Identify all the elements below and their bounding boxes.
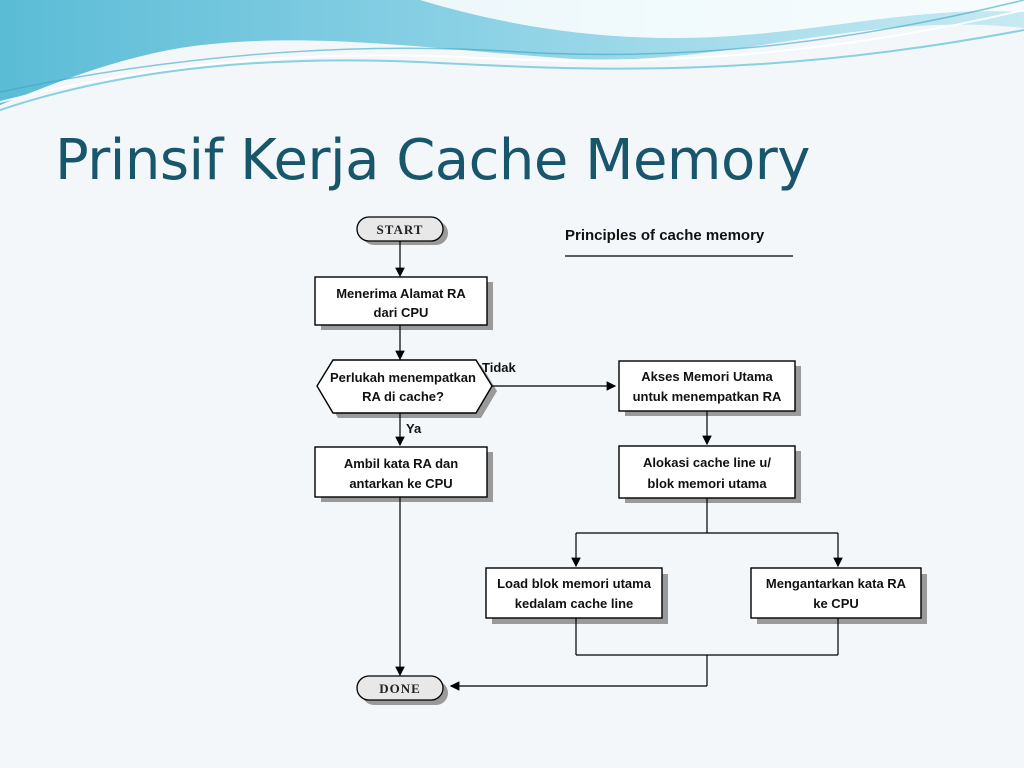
no-label: Tidak	[482, 360, 516, 375]
svg-text:Alokasi cache line u/: Alokasi cache line u/	[643, 455, 771, 470]
svg-text:dari CPU: dari CPU	[374, 305, 429, 320]
svg-text:Mengantarkan kata RA: Mengantarkan kata RA	[766, 576, 907, 591]
yes-label: Ya	[406, 421, 422, 436]
start-terminal: START	[356, 216, 448, 245]
svg-text:Load blok memori utama: Load blok memori utama	[497, 576, 652, 591]
access-main-memory-box: Akses Memori Utama untuk menempatkan RA	[618, 360, 801, 416]
svg-text:Principles of cache memory: Principles of cache memory	[565, 227, 765, 244]
diagram-caption: Principles of cache memory	[565, 227, 793, 257]
svg-text:Perlukah menempatkan: Perlukah menempatkan	[330, 370, 476, 385]
svg-text:antarkan ke CPU: antarkan ke CPU	[349, 476, 452, 491]
svg-text:untuk menempatkan RA: untuk menempatkan RA	[633, 389, 782, 404]
merge-connector	[449, 618, 839, 691]
deliver-word-box: Mengantarkan kata RA ke CPU	[750, 567, 927, 624]
svg-text:blok memori utama: blok memori utama	[647, 476, 767, 491]
header-wave-decoration	[0, 0, 1024, 111]
svg-text:Menerima Alamat RA: Menerima Alamat RA	[336, 286, 466, 301]
svg-text:Ambil kata RA dan: Ambil kata RA dan	[344, 456, 458, 471]
svg-text:RA di cache?: RA di cache?	[362, 389, 444, 404]
fetch-word-box: Ambil kata RA dan antarkan ke CPU	[314, 446, 493, 502]
svg-text:START: START	[377, 222, 424, 237]
load-block-box: Load blok memori utama kedalam cache lin…	[485, 567, 668, 624]
svg-text:DONE: DONE	[379, 681, 421, 696]
slide-title: Prinsif Kerja Cache Memory	[55, 128, 810, 193]
receive-address-box: Menerima Alamat RA dari CPU	[314, 276, 493, 330]
svg-text:ke CPU: ke CPU	[813, 596, 859, 611]
decision-hexagon: Perlukah menempatkan RA di cache?	[316, 359, 497, 418]
split-connector	[571, 498, 843, 568]
svg-text:Akses Memori Utama: Akses Memori Utama	[641, 369, 773, 384]
allocate-cache-line-box: Alokasi cache line u/ blok memori utama	[618, 445, 801, 503]
done-terminal: DONE	[356, 675, 448, 705]
svg-text:kedalam cache line: kedalam cache line	[515, 596, 634, 611]
